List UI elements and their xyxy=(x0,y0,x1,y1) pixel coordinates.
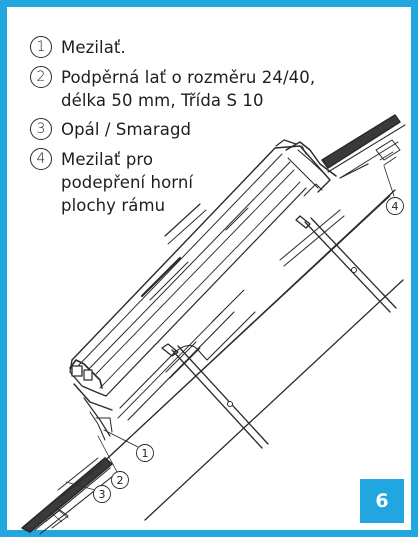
legend-line: Opál / Smaragd xyxy=(61,120,192,139)
legend-line: Mezilať pro xyxy=(61,150,154,169)
callout-1: 1 xyxy=(136,444,154,462)
callout-2-label: 2 xyxy=(117,474,124,487)
legend-item-2: 2 Podpěrná lať o rozměru 24/40, délka 50… xyxy=(30,66,315,112)
legend-item-3: 3 Opál / Smaragd xyxy=(30,118,191,141)
legend-text-4: Mezilať pro podepření horní plochy rámu xyxy=(61,148,193,217)
callout-4-label: 4 xyxy=(392,200,399,213)
support-bracket-lower xyxy=(161,341,269,449)
callout-2: 2 xyxy=(111,471,129,489)
legend-item-4: 4 Mezilať pro podepření horní plochy rám… xyxy=(30,148,193,217)
roof-tiles-upper xyxy=(321,114,406,179)
callout-3: 3 xyxy=(93,485,111,503)
callout-3-label: 3 xyxy=(99,488,106,501)
legend-line: plochy rámu xyxy=(61,196,166,215)
support-bracket-main xyxy=(279,209,397,313)
legend-text-1: Mezilať. xyxy=(61,36,126,59)
legend-line: Mezilať. xyxy=(61,38,126,57)
callout-4: 4 xyxy=(386,197,404,215)
top-flashing xyxy=(285,141,369,189)
legend-line: Podpěrná lať o rozměru 24/40, xyxy=(61,68,316,87)
legend-line: délka 50 mm, Třída S 10 xyxy=(61,91,264,110)
legend-number-2: 2 xyxy=(30,66,52,88)
legend-text-3: Opál / Smaragd xyxy=(61,118,191,141)
legend-number-4: 4 xyxy=(30,148,52,170)
legend-line: podepření horní xyxy=(61,173,194,192)
legend-number-1: 1 xyxy=(30,36,52,58)
callout-1-label: 1 xyxy=(142,447,149,460)
legend-text-2: Podpěrná lať o rozměru 24/40, délka 50 m… xyxy=(61,66,315,112)
step-number-badge: 6 xyxy=(360,479,404,523)
legend-number-3: 3 xyxy=(30,118,52,140)
legend-item-1: 1 Mezilať. xyxy=(30,36,126,59)
sash-details xyxy=(140,203,249,323)
bottom-flashing xyxy=(69,359,113,441)
window-frame xyxy=(69,139,331,421)
roof-tiles-lower xyxy=(21,457,119,535)
callout-leaders xyxy=(65,165,395,491)
rafter xyxy=(94,189,404,521)
